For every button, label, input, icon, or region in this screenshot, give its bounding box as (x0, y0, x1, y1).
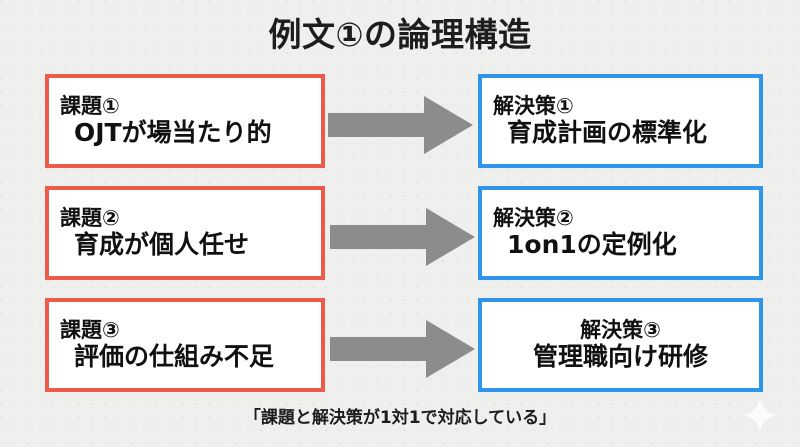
problem-card-2-detail: 育成が個人任せ (74, 229, 250, 259)
mapping-arrow-1 (328, 96, 473, 154)
sparkle-icon (742, 397, 778, 433)
solution-card-1-heading: 解決策① (493, 94, 574, 119)
solution-card-2-detail: 1on1の定例化 (507, 229, 677, 259)
solution-card-3: 解決策③ 管理職向け研修 (478, 298, 763, 392)
problem-card-3: 課題③ 評価の仕組み不足 (45, 298, 325, 392)
solution-card-2: 解決策② 1on1の定例化 (478, 186, 763, 280)
problem-card-1: 課題① OJTが場当たり的 (45, 74, 325, 168)
summary-caption: 「課題と解決策が1対1で対応している」 (243, 408, 557, 428)
problem-card-1-detail: OJTが場当たり的 (74, 117, 272, 147)
problem-card-1-heading: 課題① (60, 94, 120, 119)
solution-card-2-heading: 解決策② (493, 206, 574, 231)
solution-card-1-detail: 育成計画の標準化 (507, 117, 708, 147)
problem-card-3-detail: 評価の仕組み不足 (74, 341, 275, 371)
problem-card-2-heading: 課題② (60, 206, 120, 231)
solution-card-3-heading: 解決策③ (580, 318, 661, 343)
page-title: 例文①の論理構造 (268, 15, 532, 54)
mapping-arrow-3 (330, 320, 475, 378)
mapping-arrow-2 (330, 208, 475, 266)
problem-card-3-heading: 課題③ (60, 318, 120, 343)
problem-card-2: 課題② 育成が個人任せ (45, 186, 325, 280)
solution-card-1: 解決策① 育成計画の標準化 (478, 74, 763, 168)
solution-card-3-detail: 管理職向け研修 (532, 341, 708, 371)
